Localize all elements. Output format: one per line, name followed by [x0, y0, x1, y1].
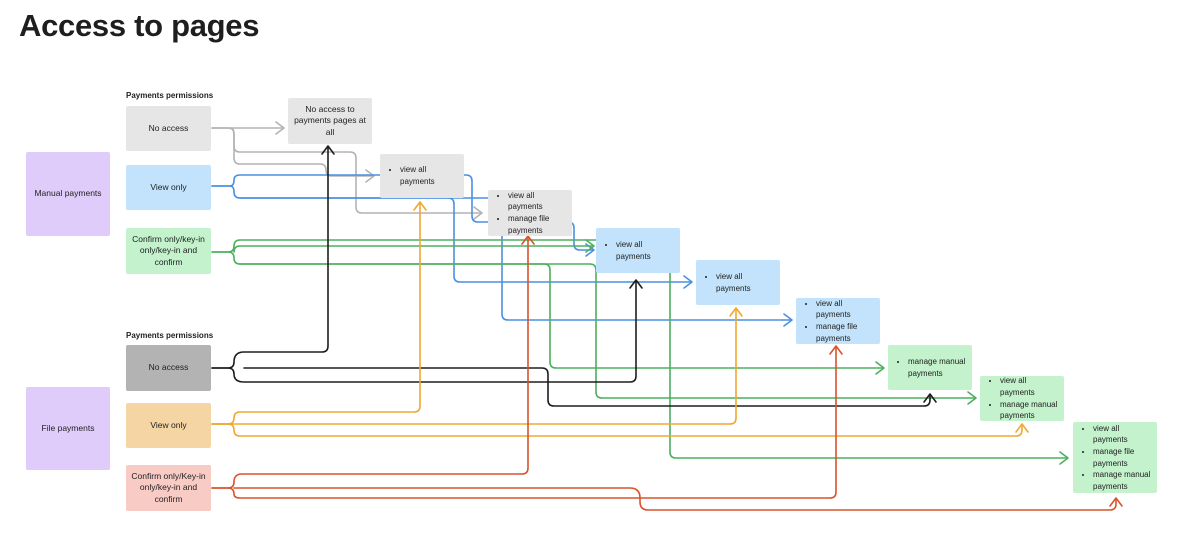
- file-section-label: Payments permissions: [126, 331, 214, 340]
- result-view-file-manual: view all payments manage file payments m…: [1073, 422, 1157, 493]
- result-view-all-3: view all payments: [696, 260, 780, 305]
- result-view-all-2: view all payments: [596, 228, 680, 273]
- result-manual: manage manual payments: [888, 345, 972, 390]
- result-item: manage file payments: [508, 213, 566, 236]
- result-item: manage file payments: [1093, 446, 1151, 469]
- result-item: view all payments: [716, 271, 774, 294]
- wires-file-confirm: [211, 235, 1123, 511]
- result-item: manage manual payments: [1000, 399, 1058, 422]
- result-view-file-2: view all payments manage file payments: [796, 298, 880, 344]
- wires-file-no-access: [211, 145, 937, 407]
- result-item: view all payments: [616, 239, 674, 262]
- result-item: view all payments: [508, 190, 566, 213]
- result-item: view all payments: [1093, 423, 1151, 446]
- result-no-access: No access to payments pages at all: [288, 98, 372, 144]
- result-item: manage manual payments: [1093, 469, 1151, 492]
- result-item: view all payments: [400, 164, 458, 187]
- result-item: view all payments: [816, 298, 874, 321]
- manual-permission-confirm: Confirm only/key-in only/key-in and conf…: [126, 228, 211, 274]
- result-item: manage file payments: [816, 321, 874, 344]
- result-item: manage manual payments: [908, 356, 966, 379]
- group-file-payments: File payments: [26, 387, 110, 470]
- file-permission-no-access: No access: [126, 345, 211, 391]
- file-permission-confirm: Confirm only/Key-in only/key-in and conf…: [126, 465, 211, 511]
- wires-file-view-only: [211, 201, 1029, 437]
- result-view-file: view all payments manage file payments: [488, 190, 572, 236]
- result-view-all-1: view all payments: [380, 154, 464, 198]
- result-item: view all payments: [1000, 375, 1058, 398]
- manual-permission-no-access: No access: [126, 106, 211, 151]
- manual-section-label: Payments permissions: [126, 91, 214, 100]
- manual-permission-view-only: View only: [126, 165, 211, 210]
- result-view-manual: view all payments manage manual payments: [980, 376, 1064, 421]
- wires-manual-no-access: [211, 121, 483, 220]
- group-manual-payments: Manual payments: [26, 152, 110, 236]
- page-title: Access to pages: [19, 8, 260, 43]
- file-permission-view-only: View only: [126, 403, 211, 448]
